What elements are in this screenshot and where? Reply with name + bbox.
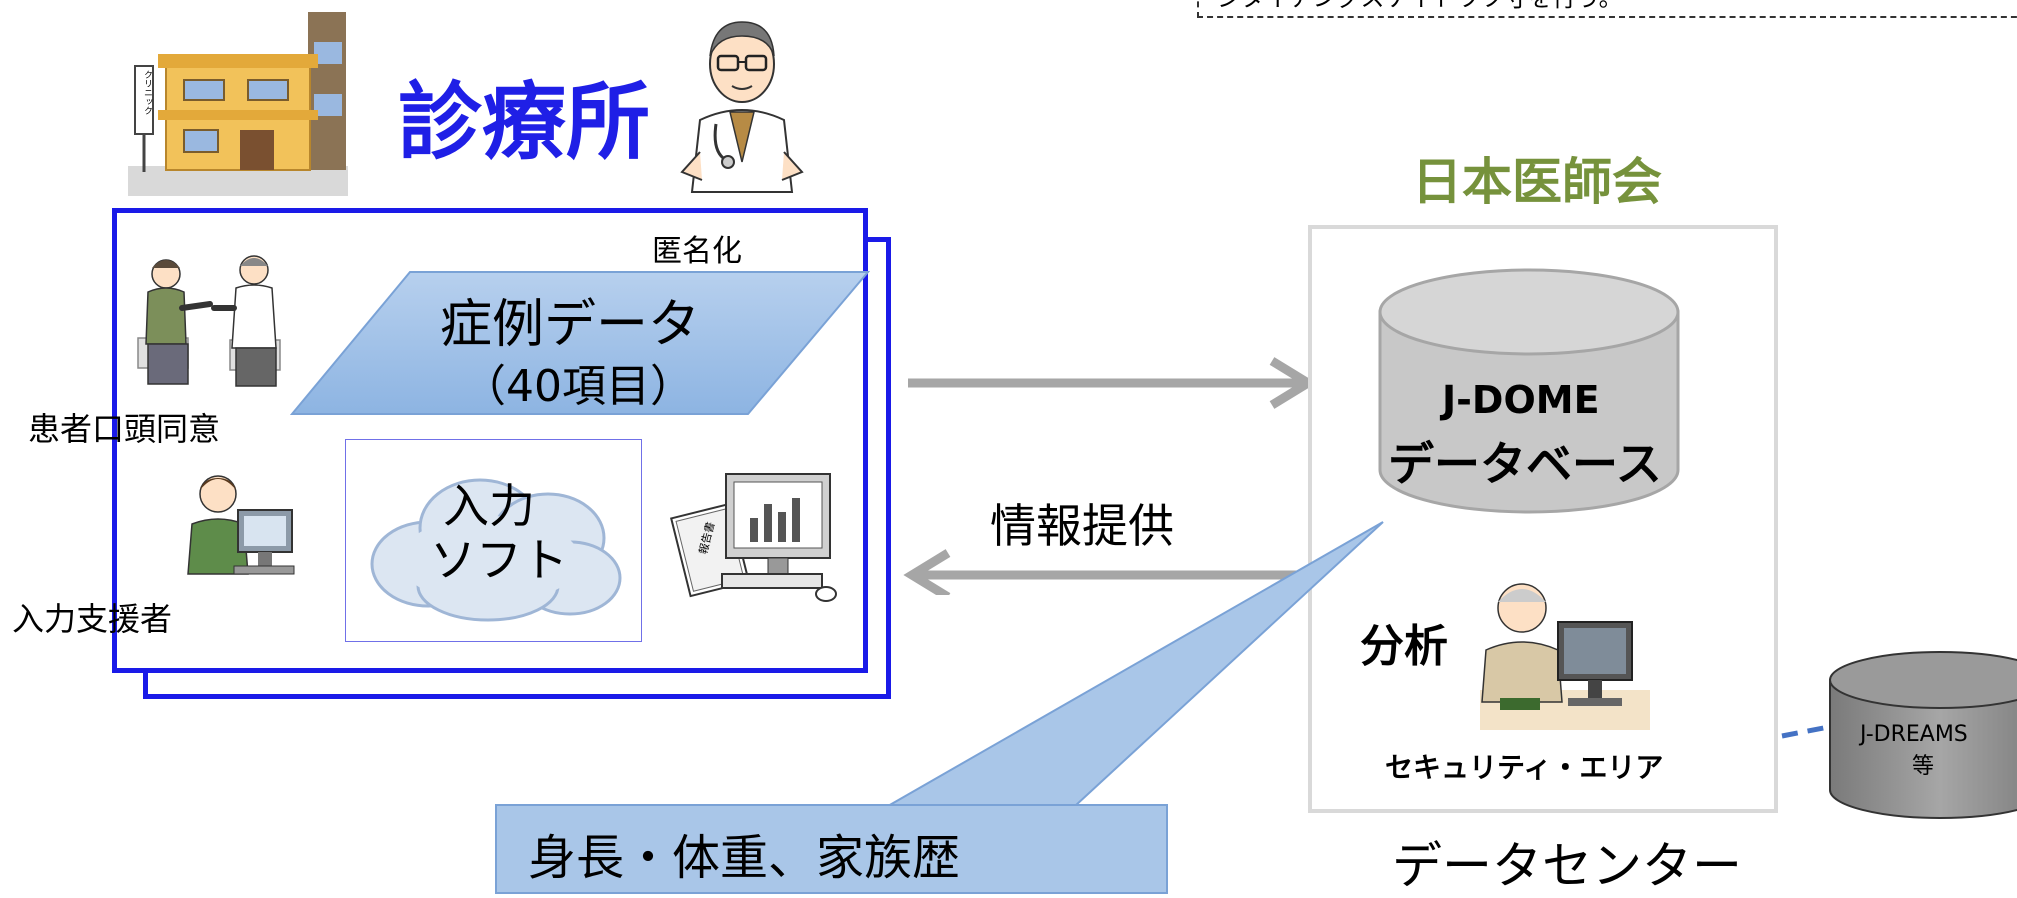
doctor-icon xyxy=(680,21,804,193)
callout-pointer xyxy=(884,521,1384,807)
consultation-icon xyxy=(137,255,281,387)
case-data-shape xyxy=(290,271,870,415)
jdome-subtitle: データベース xyxy=(1388,437,1662,491)
dashed-link-line xyxy=(1781,723,1835,739)
top-note-box: ジタイチングスケイトワツ寸を行う。 xyxy=(1197,0,2017,18)
anonymize-label: 匿名化 xyxy=(652,234,742,269)
top-note-text: ジタイチングスケイトワツ寸を行う。 xyxy=(1217,0,1623,13)
input-supporter-icon xyxy=(187,475,295,575)
security-area-label: セキュリティ・エリア xyxy=(1385,751,1664,784)
jma-title: 日本医師会 xyxy=(1412,153,1662,211)
input-software-line2: ソフト xyxy=(430,533,568,587)
input-supporter-label: 入力支援者 xyxy=(12,600,173,638)
external-database-icon xyxy=(1829,651,2017,819)
analyst-icon xyxy=(1480,583,1650,730)
clinic-building-icon xyxy=(128,12,348,196)
cloud-icon xyxy=(370,478,622,622)
external-db-etc: 等 xyxy=(1912,754,1935,779)
case-data-count: （40項目） xyxy=(462,361,694,412)
jdome-database-icon xyxy=(1378,268,1680,514)
data-center-label: データセンター xyxy=(1392,837,1742,895)
clinic-sign-text: クリニック xyxy=(142,70,152,115)
report-computer-icon xyxy=(670,473,837,602)
callout-text: 身長・体重、家族歴 xyxy=(528,830,961,886)
analysis-label: 分析 xyxy=(1360,621,1448,672)
clinic-title: 診療所 xyxy=(398,73,651,171)
info-provision-label: 情報提供 xyxy=(990,499,1174,553)
patient-consent-label: 患者口頭同意 xyxy=(28,410,221,448)
input-software-line1: 入力 xyxy=(443,479,535,533)
jdome-name: J-DOME xyxy=(1442,378,1600,422)
external-db-name: J-DREAMS xyxy=(1860,722,1968,747)
case-data-title: 症例データ xyxy=(440,295,701,355)
